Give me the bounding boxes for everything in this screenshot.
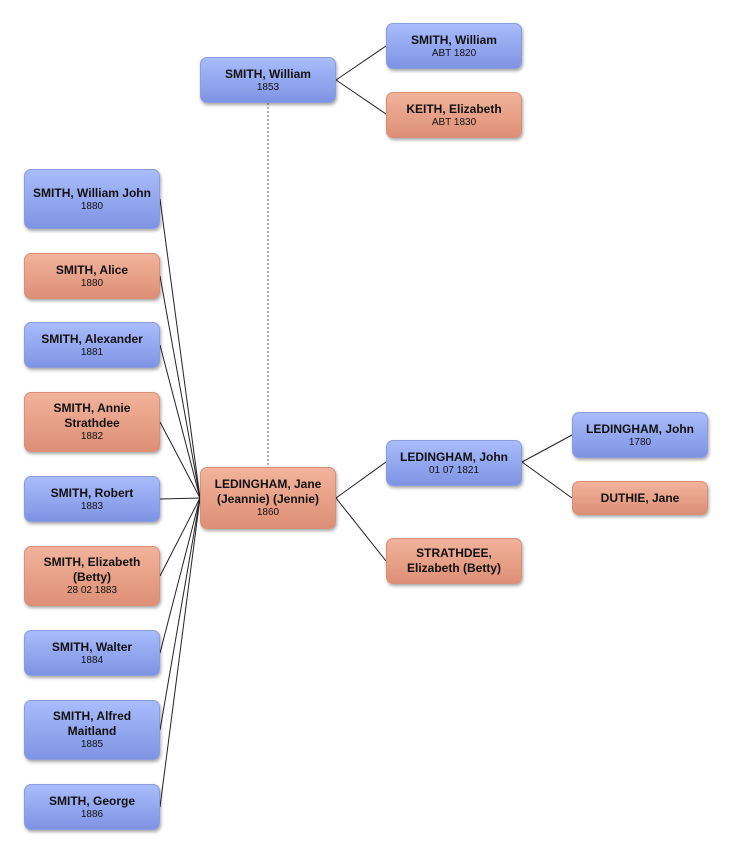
person-date: 1880 [80,200,104,212]
person-child[interactable]: SMITH, Alexander 1881 [24,322,160,368]
person-date: ABT 1830 [431,116,477,128]
person-date: 1880 [80,277,104,289]
person-date: 1881 [80,346,104,358]
child-link [159,421,201,499]
person-date: 01 07 1821 [428,464,480,476]
person-child[interactable]: SMITH, William John 1880 [24,169,160,229]
person-date: 1882 [80,431,104,442]
person-name: KEITH, Elizabeth [406,101,502,116]
person-ledingham-jane[interactable]: LEDINGHAM, Jane (Jeannie) (Jennie) 1860 [200,467,336,529]
person-date: 1883 [80,500,104,512]
child-link [159,344,201,499]
parent-link [335,45,387,81]
person-child[interactable]: SMITH, Alice 1880 [24,253,160,299]
person-date: 1884 [80,654,104,666]
parent-link [521,434,573,463]
person-name: LEDINGHAM, John [400,449,508,464]
person-duthie-jane[interactable]: DUTHIE, Jane [572,481,708,515]
person-name: LEDINGHAM, Jane (Jeannie) (Jennie) [214,477,322,506]
person-child[interactable]: SMITH, George 1886 [24,784,160,830]
child-link [159,497,201,731]
child-link [159,497,201,500]
person-child[interactable]: SMITH, Alfred Maitland 1885 [24,700,160,760]
person-date: ABT 1820 [431,47,477,59]
person-name: SMITH, Robert [50,485,134,500]
person-child[interactable]: SMITH, Walter 1884 [24,630,160,676]
parent-link [521,461,573,499]
person-name: SMITH, William John [33,185,151,200]
person-name: SMITH, George [48,793,135,808]
person-smith-william-1820[interactable]: SMITH, William ABT 1820 [386,23,522,69]
person-name: SMITH, Annie Strathdee [53,401,131,430]
person-name: SMITH, Alfred Maitland [52,709,132,738]
person-date: 1885 [80,739,104,750]
child-link [159,497,201,654]
person-date: 1860 [256,507,280,518]
person-name: SMITH, Elizabeth (Betty) [43,555,141,584]
person-name: SMITH, William [225,66,311,81]
person-name: SMITH, Alexander [41,331,143,346]
child-link [159,497,201,577]
person-child[interactable]: SMITH, Annie Strathdee 1882 [24,392,160,452]
child-link [159,497,201,808]
person-date: 1853 [256,81,280,93]
parent-link [335,461,387,499]
person-date: 1886 [80,808,104,820]
person-date: 28 02 1883 [66,585,118,596]
child-link [159,198,201,499]
person-name: STRATHDEE, Elizabeth (Betty) [406,546,501,575]
person-ledingham-john-1780[interactable]: LEDINGHAM, John 1780 [572,412,708,458]
person-strathdee-elizabeth[interactable]: STRATHDEE, Elizabeth (Betty) [386,538,522,584]
child-link [159,275,201,499]
person-name: DUTHIE, Jane [600,490,680,505]
person-name: SMITH, William [411,32,497,47]
person-name: SMITH, Walter [51,639,133,654]
person-name: SMITH, Alice [55,262,129,277]
person-date: 1780 [628,436,652,448]
person-ledingham-john-1821[interactable]: LEDINGHAM, John 01 07 1821 [386,440,522,486]
person-child[interactable]: SMITH, Elizabeth (Betty) 28 02 1883 [24,546,160,606]
parent-link [335,497,387,562]
person-child[interactable]: SMITH, Robert 1883 [24,476,160,522]
parent-link [335,79,387,115]
person-name: LEDINGHAM, John [586,421,694,436]
person-keith-elizabeth[interactable]: KEITH, Elizabeth ABT 1830 [386,92,522,138]
person-smith-william-1853[interactable]: SMITH, William 1853 [200,57,336,103]
